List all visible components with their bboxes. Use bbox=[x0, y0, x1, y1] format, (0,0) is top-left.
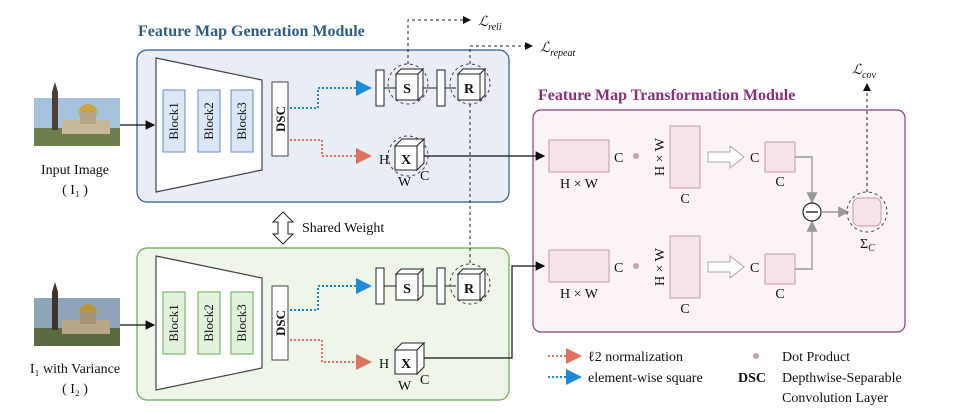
x-top-w: W bbox=[398, 175, 412, 190]
block2-bottom: Block2 bbox=[197, 291, 221, 355]
flat-map-bottom-hw: H × W bbox=[560, 287, 599, 302]
sigma-c-label: ΣC bbox=[860, 237, 875, 254]
cov-matrix-top bbox=[764, 141, 796, 173]
input-image-top bbox=[34, 82, 120, 146]
shared-weight-label: Shared Weight bbox=[302, 221, 384, 236]
square-arrow-bottom bbox=[290, 278, 372, 311]
dsc-layer-bottom: DSC bbox=[271, 285, 289, 361]
s-highlight-top bbox=[387, 63, 429, 105]
legend-dot-label: Dot Product bbox=[782, 350, 850, 365]
svg-text:Block1: Block1 bbox=[166, 304, 181, 342]
legend-l2-label: ℓ2 normalization bbox=[588, 350, 683, 365]
block1-top: Block1 bbox=[162, 89, 186, 153]
dot-product-bottom bbox=[633, 263, 639, 269]
r-node-bottom: R bbox=[456, 267, 487, 302]
x-cube-bottom: X bbox=[393, 341, 426, 376]
svg-text:DSC: DSC bbox=[273, 310, 288, 336]
x-cube-top: X bbox=[393, 137, 426, 172]
cov-top-c-bottom: C bbox=[775, 175, 784, 190]
sigma-highlight bbox=[846, 191, 888, 233]
r-node-top: R bbox=[456, 67, 487, 102]
generation-module-title: Feature Map Generation Module bbox=[138, 23, 365, 40]
svg-text:Block3: Block3 bbox=[234, 102, 249, 140]
svg-text:Block3: Block3 bbox=[234, 304, 249, 342]
input-image-bottom-id: ( I₂ ) bbox=[62, 382, 88, 397]
block1-bottom: Block1 bbox=[162, 291, 186, 355]
transposed-map-bottom bbox=[669, 235, 701, 299]
legend-dot-icon bbox=[753, 353, 759, 359]
s-node-bottom: S bbox=[394, 267, 425, 302]
transposed-bottom-c: C bbox=[680, 302, 689, 317]
x-bottom-w: W bbox=[398, 379, 412, 394]
flat-map-top-hw: H × W bbox=[560, 177, 599, 192]
svg-text:R: R bbox=[464, 282, 475, 297]
transposed-top-hw: H × W bbox=[653, 137, 668, 176]
transposed-bottom-hw: H × W bbox=[653, 247, 668, 286]
loss-repeat: ℒrepeat bbox=[540, 41, 575, 59]
x-to-transform-bottom bbox=[424, 261, 546, 359]
svg-text:X: X bbox=[401, 153, 411, 168]
loss-cov: ℒcov bbox=[852, 63, 877, 81]
block2-top: Block2 bbox=[197, 89, 221, 153]
reli-loss-arrow bbox=[407, 16, 471, 64]
l2-arrow-top bbox=[290, 139, 372, 164]
svg-text:R: R bbox=[464, 82, 475, 97]
flat-map-top-c: C bbox=[614, 151, 623, 166]
flat-map-top bbox=[548, 139, 610, 173]
l2-arrow-bottom bbox=[290, 339, 372, 370]
shared-weight-icon bbox=[271, 211, 295, 245]
input-image-bottom-label: I₁ with Variance bbox=[30, 362, 120, 377]
transform-arrow-top bbox=[707, 144, 745, 170]
legend-dsc-key: DSC bbox=[738, 371, 766, 386]
sigma-c-box bbox=[852, 197, 882, 227]
svg-text:Block1: Block1 bbox=[166, 102, 181, 140]
cov-bottom-c-left: C bbox=[750, 261, 759, 276]
x-top-c: C bbox=[420, 169, 429, 184]
svg-text:X: X bbox=[401, 357, 411, 372]
s-node-top: S bbox=[394, 67, 425, 102]
square-arrow-top bbox=[290, 80, 372, 109]
transform-arrow-bottom bbox=[707, 254, 745, 280]
svg-text:S: S bbox=[403, 282, 411, 297]
block3-bottom: Block3 bbox=[230, 291, 254, 355]
x-bottom-c: C bbox=[420, 373, 429, 388]
svg-text:S: S bbox=[403, 82, 411, 97]
x-top-h: H bbox=[379, 153, 389, 168]
feature-slice-bottom-2 bbox=[436, 267, 446, 305]
transformation-module-title: Feature Map Transformation Module bbox=[538, 87, 795, 104]
feature-slice-top-1 bbox=[375, 69, 385, 107]
transposed-map-top bbox=[669, 125, 701, 189]
flat-map-bottom bbox=[548, 249, 610, 283]
x-bottom-h: H bbox=[379, 357, 389, 372]
cov-top-to-minus bbox=[795, 156, 818, 204]
legend-dsc-desc-2: Convolution Layer bbox=[782, 391, 888, 406]
svg-text:Block2: Block2 bbox=[201, 304, 216, 342]
svg-text:DSC: DSC bbox=[273, 106, 288, 132]
legend-square-label: element-wise square bbox=[588, 371, 703, 386]
input-image-top-id: ( I₁ ) bbox=[62, 183, 88, 198]
dot-product-top bbox=[633, 153, 639, 159]
feature-slice-bottom-1 bbox=[375, 267, 385, 305]
cov-bottom-c-bottom: C bbox=[775, 287, 784, 302]
svg-text:Block2: Block2 bbox=[201, 102, 216, 140]
legend-dsc-desc-1: Depthwise-Separable bbox=[782, 371, 902, 386]
input-image-bottom bbox=[34, 282, 120, 346]
r-highlight-bottom bbox=[449, 263, 491, 305]
cov-matrix-bottom bbox=[764, 253, 796, 285]
input-image-top-label: Input Image bbox=[41, 163, 109, 178]
feature-slice-top-2 bbox=[436, 69, 446, 107]
flat-map-bottom-c: C bbox=[614, 261, 623, 276]
transposed-top-c: C bbox=[680, 192, 689, 207]
dsc-layer-top: DSC bbox=[271, 81, 289, 157]
cov-top-c-left: C bbox=[750, 151, 759, 166]
cov-bottom-to-minus bbox=[795, 220, 818, 270]
loss-reli: ℒreli bbox=[478, 15, 502, 33]
block3-top: Block3 bbox=[230, 89, 254, 153]
